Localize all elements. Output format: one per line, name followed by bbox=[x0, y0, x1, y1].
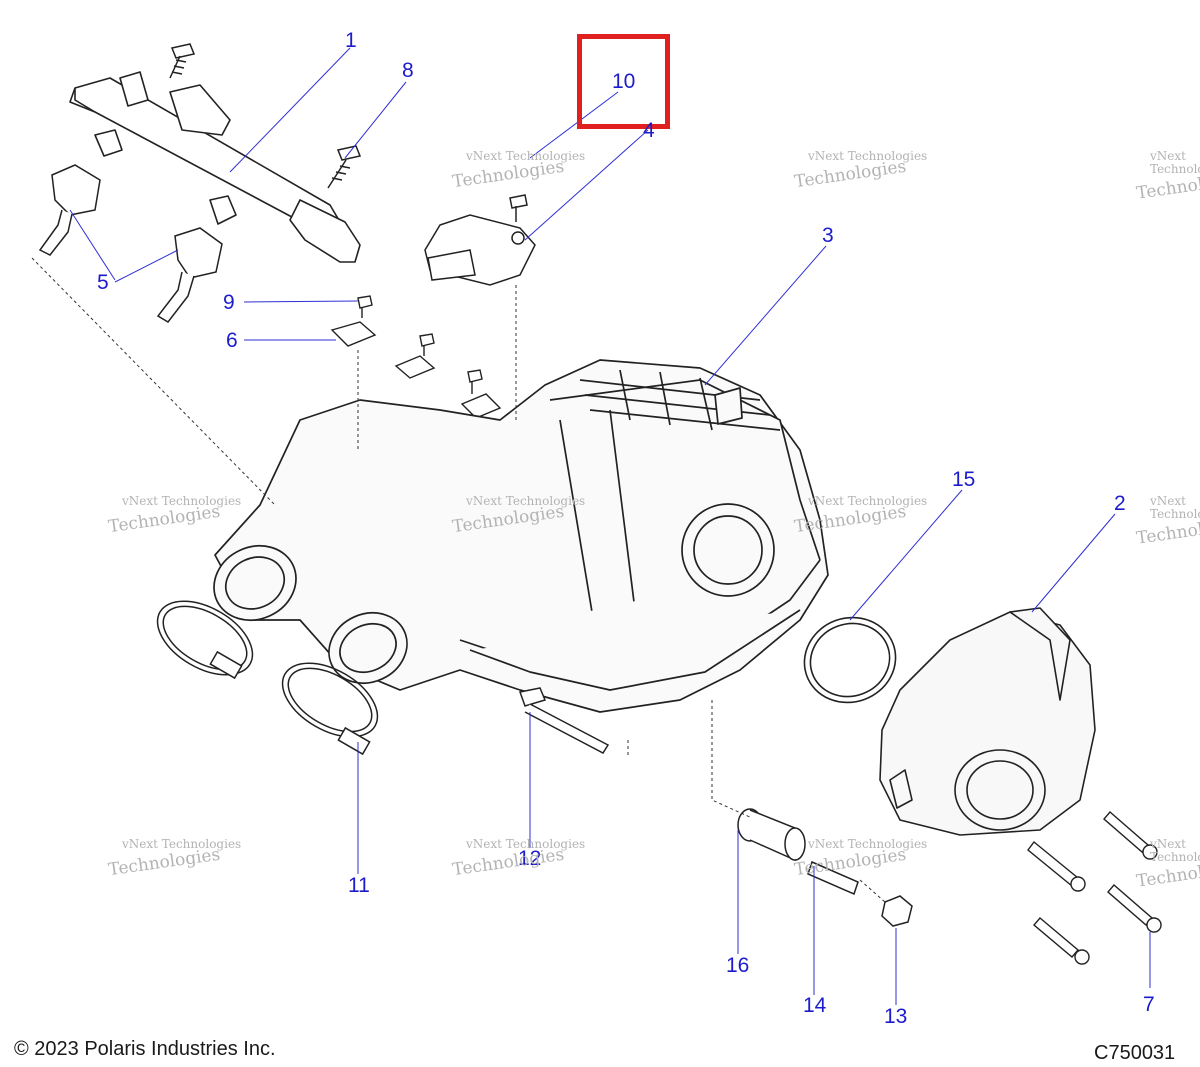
fuel-rail bbox=[69, 71, 361, 263]
map-sensor bbox=[424, 194, 536, 286]
callout-5[interactable]: 5 bbox=[97, 271, 109, 294]
callout-13[interactable]: 13 bbox=[884, 1005, 908, 1028]
throttle-body bbox=[879, 607, 1096, 836]
callout-2[interactable]: 2 bbox=[1114, 492, 1126, 515]
assembly-lines bbox=[31, 257, 886, 903]
callout-15[interactable]: 15 bbox=[952, 468, 976, 491]
fuel-injectors bbox=[38, 164, 223, 323]
hose-clamps bbox=[156, 600, 379, 756]
callout-6[interactable]: 6 bbox=[226, 329, 238, 352]
callout-14[interactable]: 14 bbox=[803, 994, 827, 1017]
diagram-code: C750031 bbox=[1094, 1042, 1176, 1064]
callout-1[interactable]: 1 bbox=[345, 29, 357, 52]
small-fittings bbox=[737, 808, 913, 927]
bolt-12 bbox=[519, 687, 610, 754]
callout-7[interactable]: 7 bbox=[1143, 993, 1155, 1016]
callout-4[interactable]: 4 bbox=[643, 119, 655, 142]
callout-11[interactable]: 11 bbox=[348, 874, 370, 897]
washers-screws bbox=[330, 295, 502, 419]
copyright-text: © 2023 Polaris Industries Inc. bbox=[14, 1038, 276, 1060]
callout-8[interactable]: 8 bbox=[402, 59, 414, 82]
callout-16[interactable]: 16 bbox=[726, 954, 750, 977]
throttle-screws bbox=[1027, 811, 1162, 965]
o-ring-gasket bbox=[803, 616, 897, 704]
callout-3[interactable]: 3 bbox=[822, 224, 834, 247]
highlight-box-callout-10 bbox=[577, 34, 670, 129]
callout-12[interactable]: 12 bbox=[518, 847, 542, 870]
callout-9[interactable]: 9 bbox=[223, 291, 235, 314]
intake-manifold bbox=[213, 359, 829, 713]
callout-10[interactable]: 10 bbox=[612, 70, 636, 93]
leader-lines bbox=[69, 47, 1151, 1005]
